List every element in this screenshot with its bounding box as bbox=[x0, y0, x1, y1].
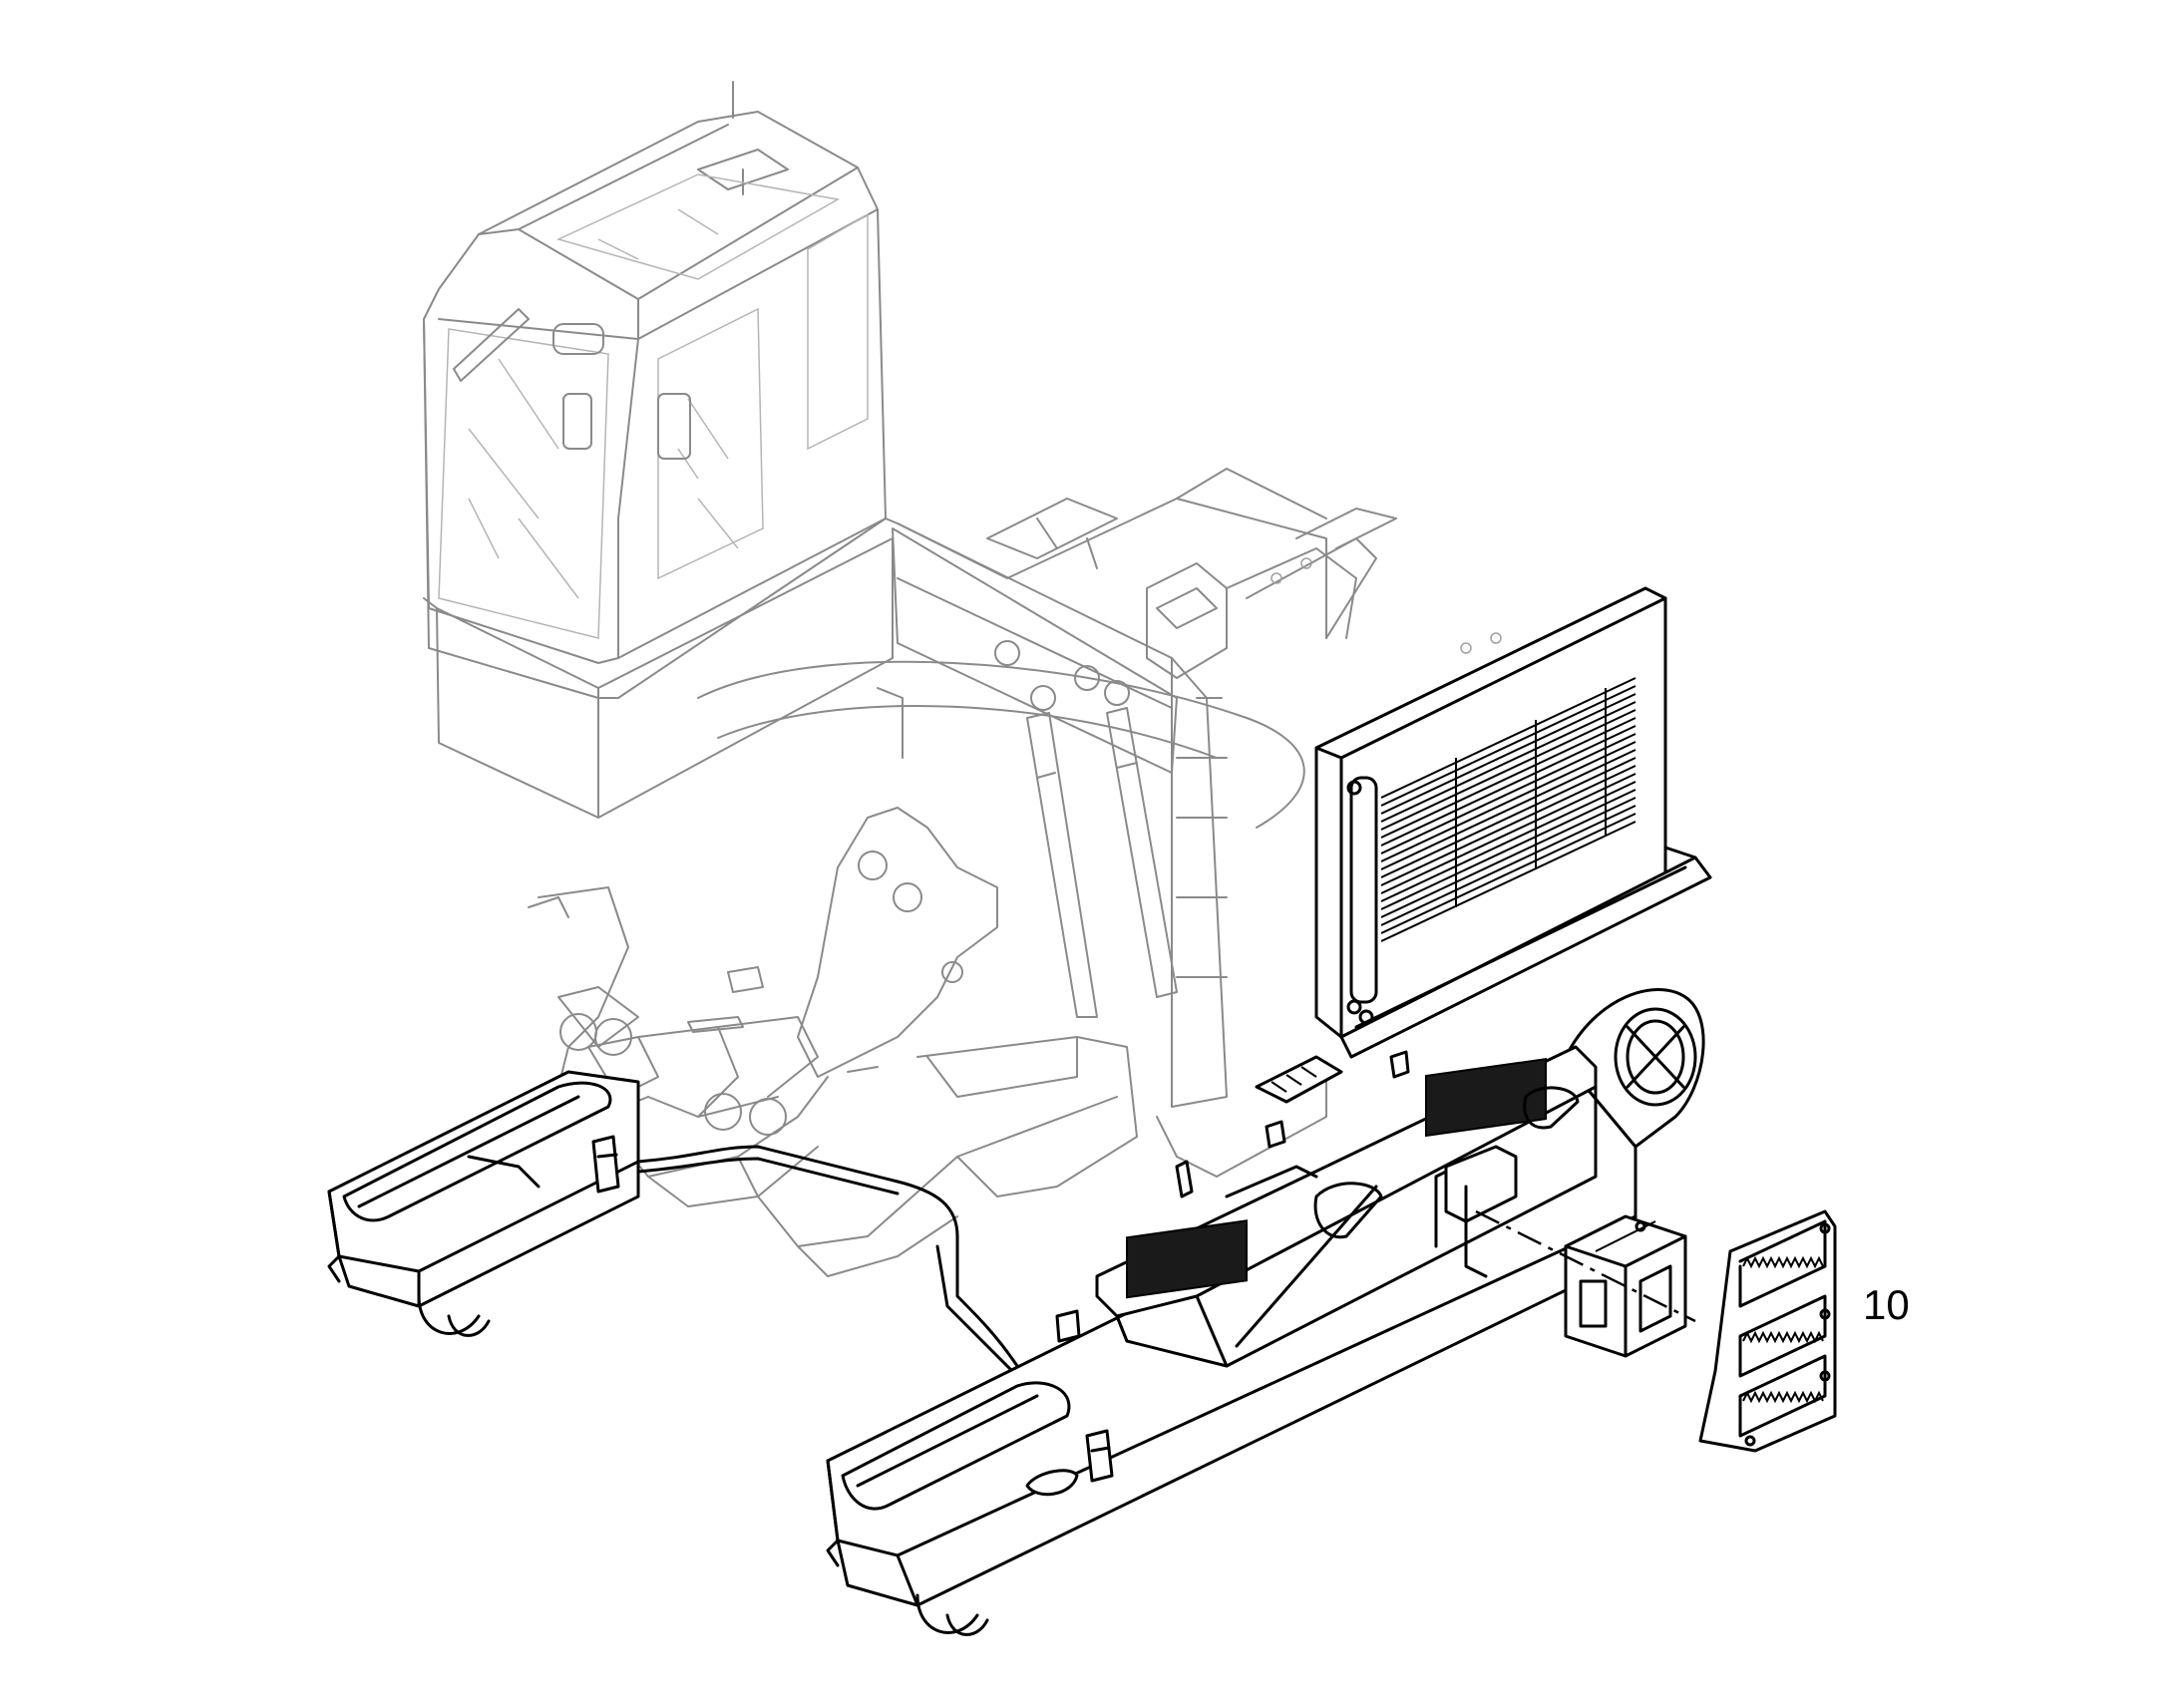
boom-cylinders bbox=[994, 640, 1178, 1018]
engine-cover-grille bbox=[1314, 586, 1667, 1039]
lower-frame-link bbox=[636, 1145, 1019, 1378]
walkway-step-box bbox=[1095, 1045, 1598, 1368]
assembly-line bbox=[1475, 1209, 1696, 1323]
boom-pivot-plate bbox=[797, 807, 998, 1078]
side-rail-beam bbox=[1339, 846, 1712, 1059]
side-plate bbox=[1171, 657, 1228, 1108]
upper-frame bbox=[885, 468, 1502, 774]
perforated-tread-front bbox=[1126, 1219, 1248, 1299]
operator-cab bbox=[423, 81, 887, 699]
grille-louvers bbox=[1380, 677, 1636, 942]
access-step-ladder bbox=[1698, 1209, 1837, 1453]
machine-context-ghost bbox=[423, 81, 1502, 1277]
step-mounting-bracket bbox=[1564, 1214, 1687, 1358]
idler-housing bbox=[1564, 988, 1705, 1149]
left-track-frame bbox=[327, 1070, 640, 1337]
right-track-frame bbox=[826, 1085, 1637, 1636]
turntable-ring bbox=[697, 660, 1305, 829]
callout-label-10: 10 bbox=[1863, 1281, 1910, 1328]
cab-base bbox=[423, 537, 894, 819]
lower-chassis bbox=[528, 886, 1327, 1277]
